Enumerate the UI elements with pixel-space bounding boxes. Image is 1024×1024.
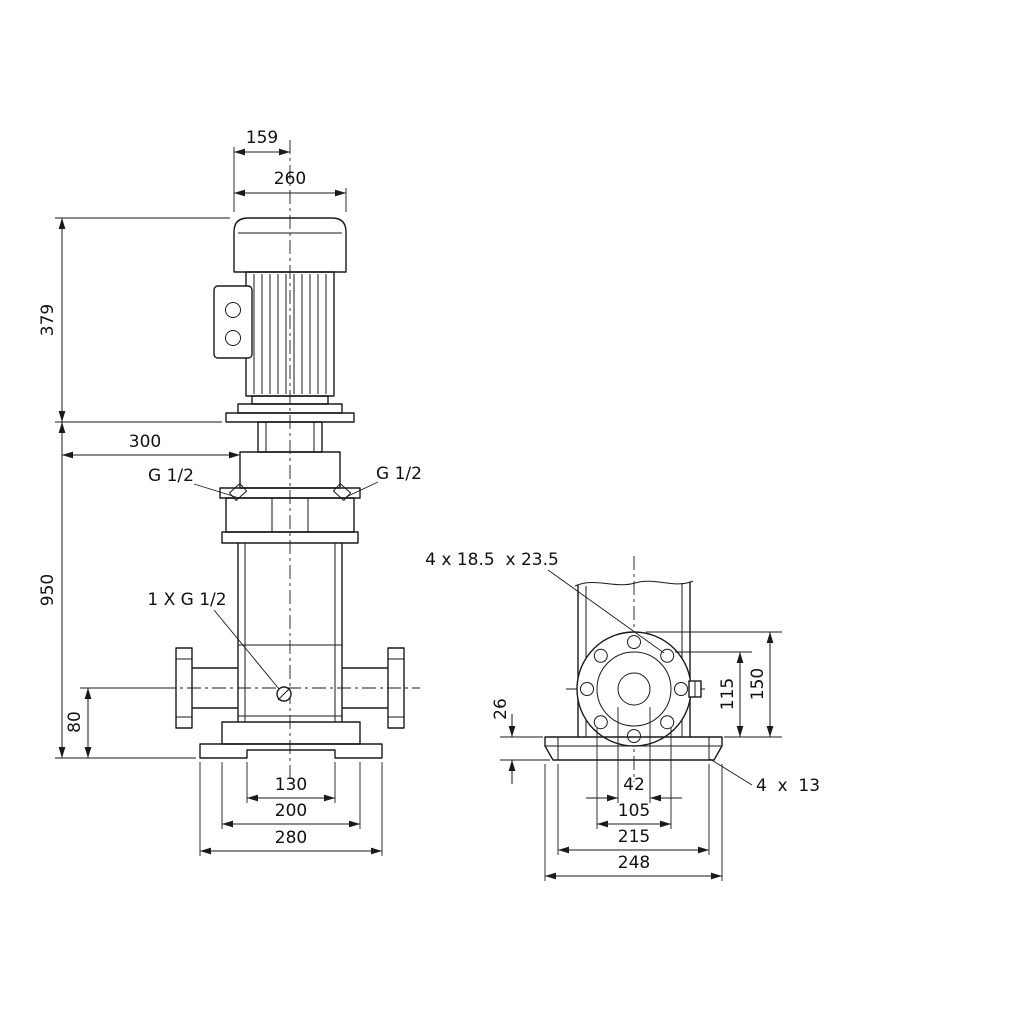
motor-ribs <box>253 274 327 394</box>
front-dimensions: 159 260 379 950 300 80 G 1/2 <box>38 128 422 856</box>
base-holes-label: 4 x 13 <box>756 776 820 796</box>
dim-950: 950 <box>38 574 58 606</box>
dim-115: 115 <box>718 678 738 710</box>
flange-right <box>342 647 405 729</box>
drain-plug <box>276 686 292 702</box>
flange-holes-label: 4 x 18.5 x 23.5 <box>425 550 559 570</box>
dim-42: 42 <box>623 775 645 795</box>
priming-plug-left <box>228 482 248 502</box>
dim-260: 260 <box>274 169 306 189</box>
dim-105: 105 <box>618 801 650 821</box>
drain-port-label: 1 X G 1/2 <box>147 590 226 610</box>
motor <box>213 217 355 423</box>
pump-sleeve <box>221 531 359 722</box>
dim-200: 200 <box>275 801 307 821</box>
dim-130: 130 <box>275 775 307 795</box>
flange-left <box>175 647 238 729</box>
dim-159: 159 <box>246 128 278 148</box>
front-view-drawing: 159 260 379 950 300 80 G 1/2 <box>38 128 422 856</box>
dim-379: 379 <box>38 304 58 336</box>
side-base <box>544 736 723 761</box>
side-dimensions: 4 x 18.5 x 23.5 26 115 150 42 <box>425 550 820 881</box>
side-flange <box>576 631 702 747</box>
dim-248: 248 <box>618 853 650 873</box>
flange-bolt-holes <box>580 635 688 743</box>
side-view-drawing: 4 x 18.5 x 23.5 26 115 150 42 <box>425 550 820 881</box>
pump-base-front <box>199 721 383 759</box>
terminal-box <box>213 285 253 359</box>
dim-215: 215 <box>618 827 650 847</box>
dim-300: 300 <box>129 432 161 452</box>
dim-26: 26 <box>491 698 511 720</box>
dim-280: 280 <box>275 828 307 848</box>
dim-150: 150 <box>748 668 768 700</box>
dim-80: 80 <box>65 711 85 733</box>
front-centerlines <box>162 140 420 778</box>
port-left-label: G 1/2 <box>148 466 194 486</box>
port-right-label: G 1/2 <box>376 464 422 484</box>
side-plug <box>688 680 702 698</box>
